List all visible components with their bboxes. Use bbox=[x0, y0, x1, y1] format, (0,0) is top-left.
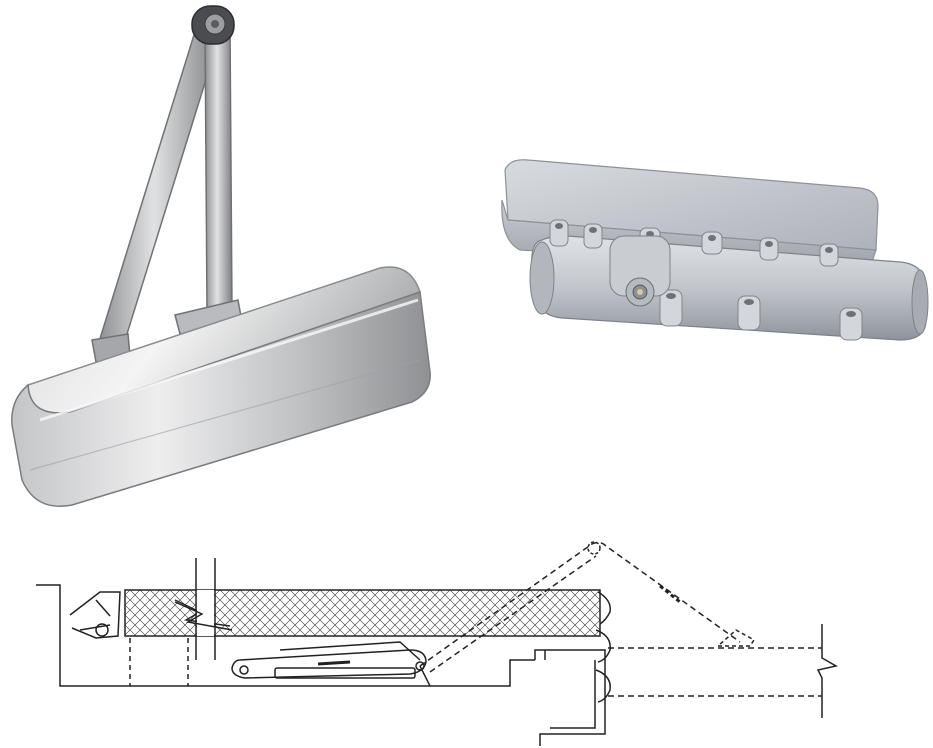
door-closer-with-arm-photo bbox=[11, 5, 431, 507]
closer-body bbox=[11, 266, 431, 507]
door-closer-body-cover-removed-photo bbox=[501, 159, 929, 341]
forearm bbox=[97, 21, 223, 351]
door-closer-installation-section-drawing bbox=[36, 541, 839, 746]
hinge-detail bbox=[69, 591, 121, 639]
spindle bbox=[609, 235, 671, 307]
closer-arm-shape bbox=[231, 649, 427, 679]
open-arm-dashed bbox=[419, 541, 741, 667]
frame-outline bbox=[36, 584, 535, 687]
elbow-pivot bbox=[191, 5, 235, 45]
closer-cast-body bbox=[529, 219, 929, 341]
frame-channel bbox=[534, 649, 606, 746]
main-arm bbox=[204, 24, 233, 313]
